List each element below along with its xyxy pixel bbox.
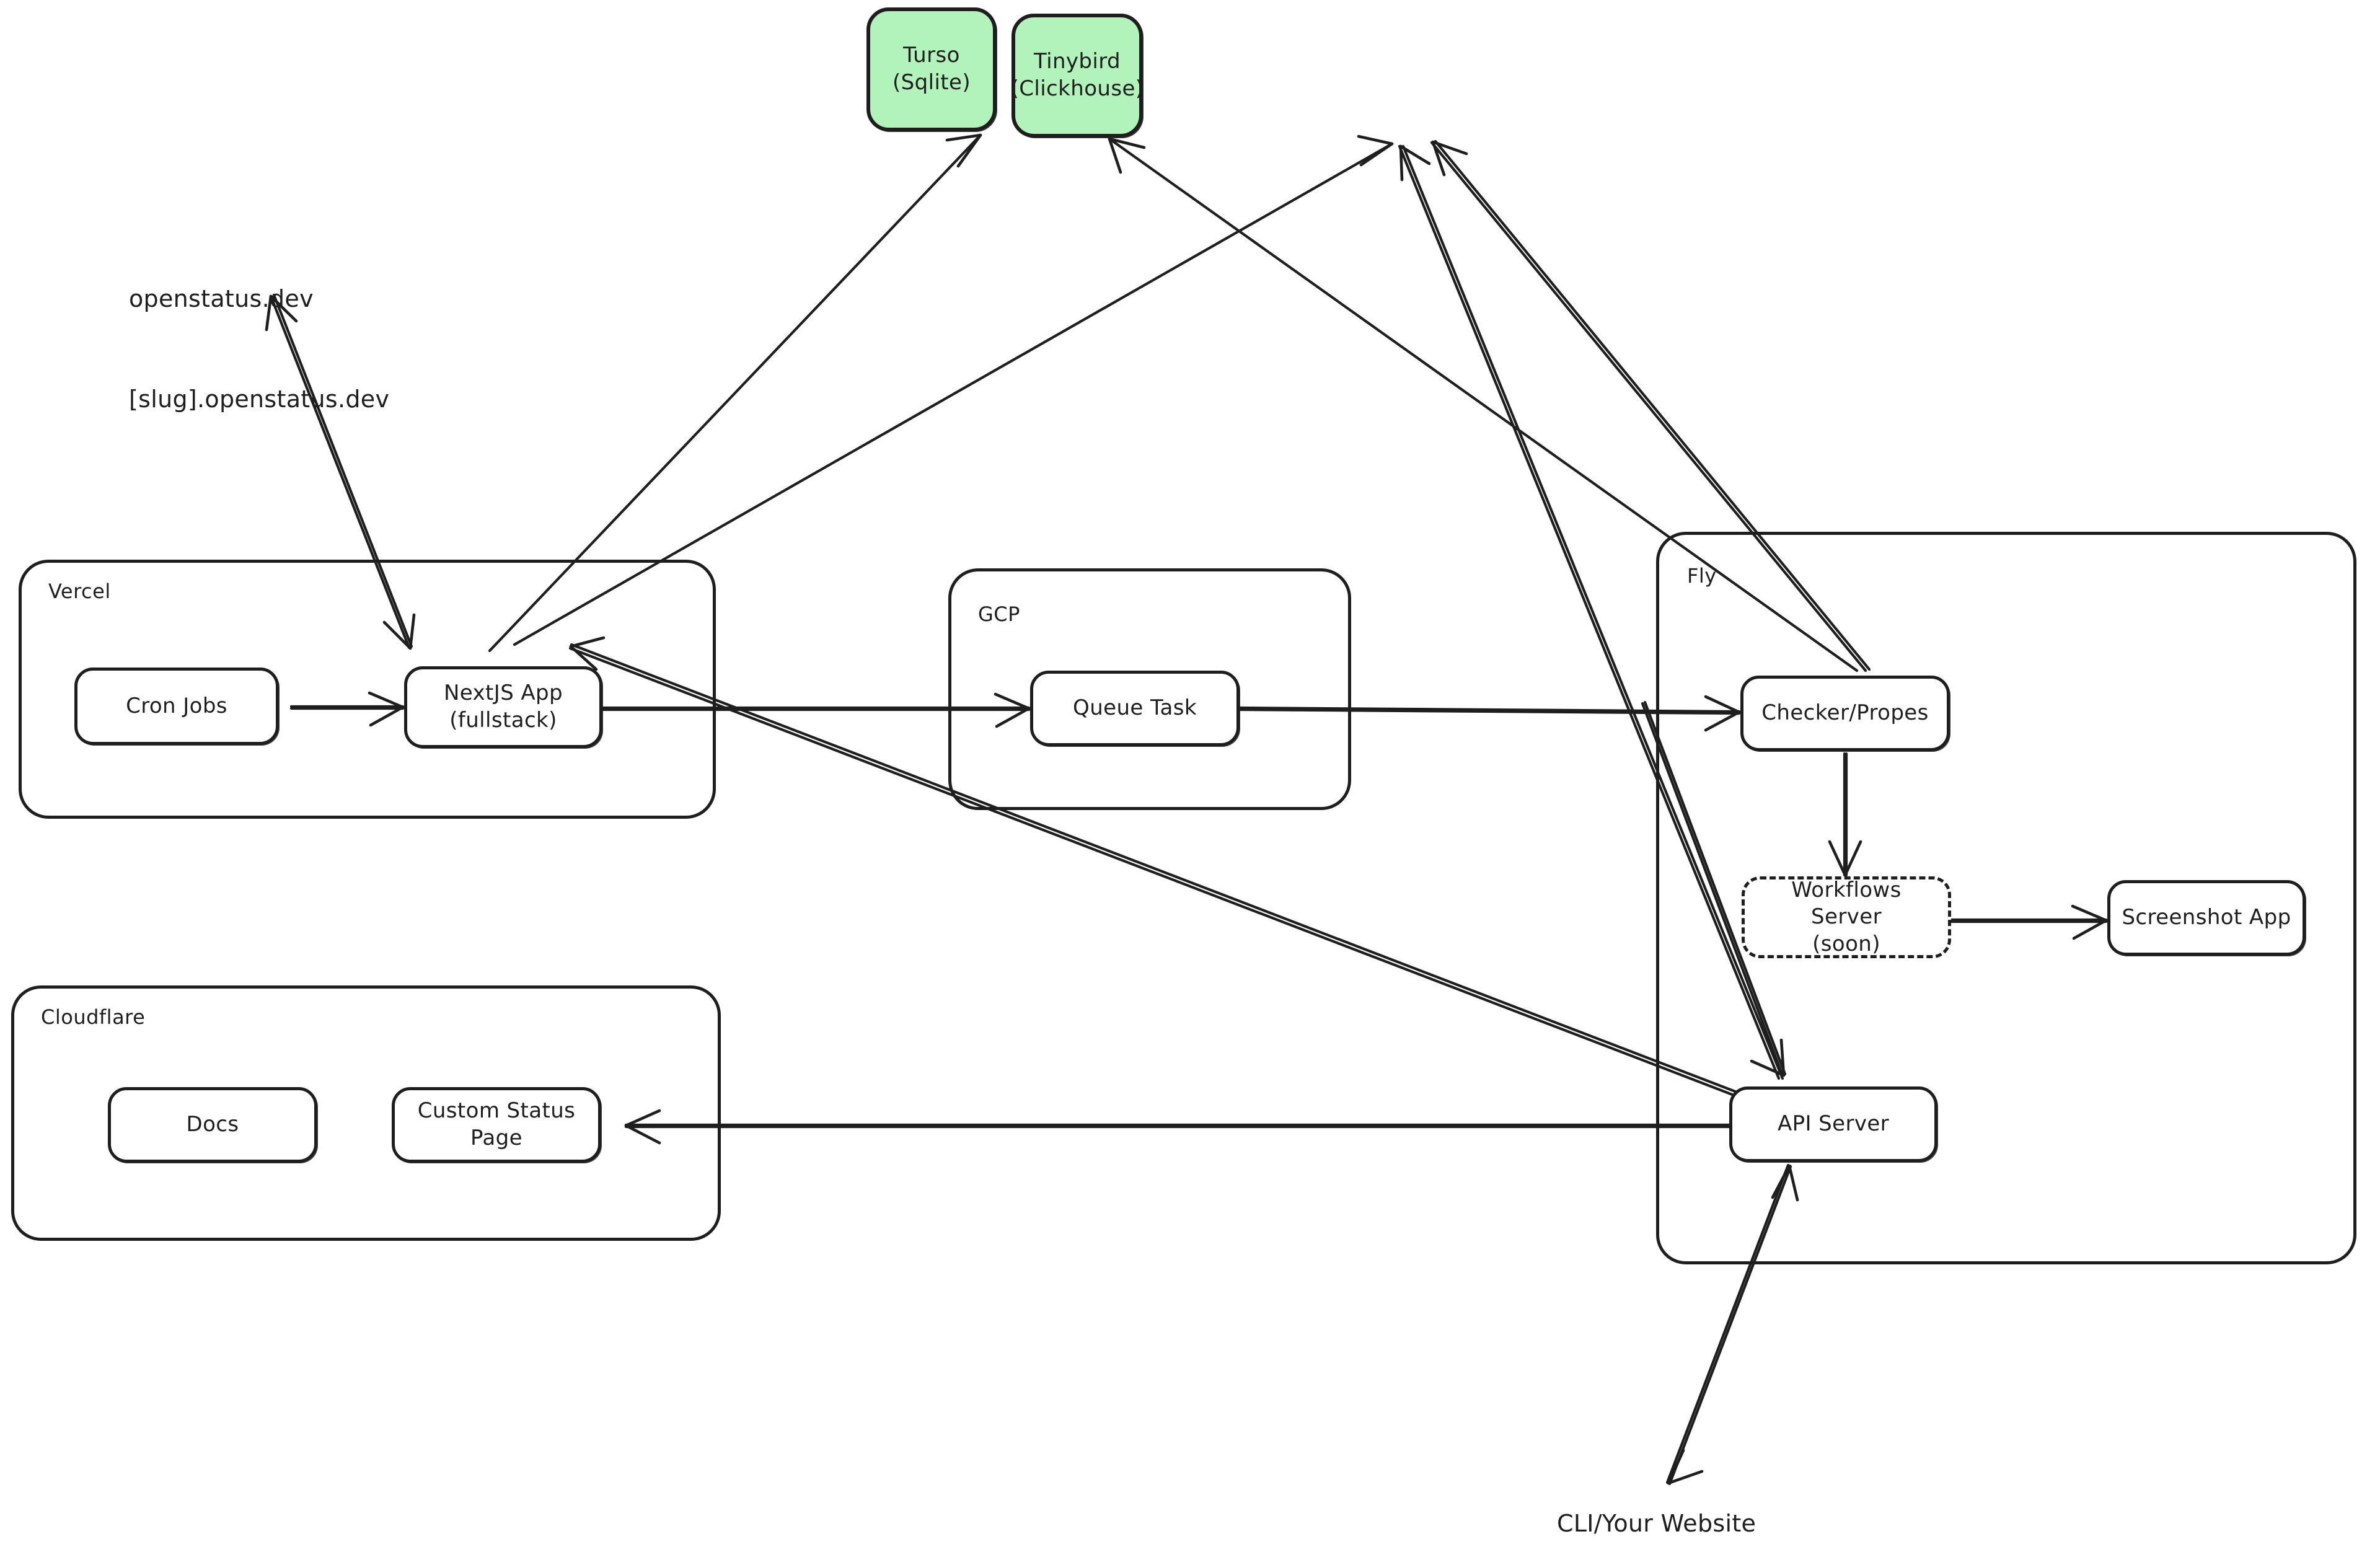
edge-checker-workflows xyxy=(1828,752,1862,877)
node-nextjs-app[interactable]: NextJS App (fullstack) xyxy=(404,666,602,748)
group-vercel-title: Vercel xyxy=(48,580,111,603)
group-cloudflare-title: Cloudflare xyxy=(41,1005,146,1029)
node-api-server[interactable]: API Server xyxy=(1729,1086,1937,1162)
node-queue-task-label: Queue Task xyxy=(1073,695,1197,721)
edge-nextjs-queue xyxy=(601,692,1031,728)
edge-api-status xyxy=(624,1109,1731,1145)
edge-api-tinybird xyxy=(1398,144,1784,1080)
node-workflows-server-label-line1: Workflows Server xyxy=(1791,877,1902,930)
node-checker-propes[interactable]: Checker/Propes xyxy=(1740,676,1950,751)
edge-checker-api xyxy=(1641,700,1787,1077)
edge-nextjs-turso xyxy=(488,133,982,653)
group-fly xyxy=(1656,532,2356,1264)
group-vercel xyxy=(19,560,716,819)
node-turso-label: Turso (Sqlite) xyxy=(892,43,971,95)
group-fly-title: Fly xyxy=(1687,564,1717,588)
label-domains-line2: [slug].openstatus.dev xyxy=(129,385,390,413)
node-docs[interactable]: Docs xyxy=(108,1087,317,1163)
node-nextjs-app-label-line2: (fullstack) xyxy=(449,708,557,733)
node-tinybird-label: Tinybird (Clickhouse) xyxy=(1010,49,1144,101)
edge-cron-nextjs xyxy=(289,691,405,727)
node-queue-task[interactable]: Queue Task xyxy=(1030,671,1240,746)
edge-queue-checker xyxy=(1238,695,1741,732)
node-workflows-server[interactable]: Workflows Server (soon) xyxy=(1742,876,1951,958)
node-screenshot-app-label: Screenshot App xyxy=(2122,905,2291,930)
node-tinybird[interactable]: Tinybird (Clickhouse) xyxy=(1011,14,1144,138)
node-screenshot-app[interactable]: Screenshot App xyxy=(2107,880,2306,956)
edge-checker-tinybird xyxy=(1430,139,1871,672)
group-gcp-title: GCP xyxy=(978,602,1020,626)
edge-api-nextjs xyxy=(568,636,1739,1098)
edge-checker-turso xyxy=(1108,137,1859,672)
node-api-server-label: API Server xyxy=(1777,1111,1890,1137)
edge-domains-nextjs xyxy=(265,293,416,650)
label-domains-line1: openstatus.dev xyxy=(129,284,314,312)
group-gcp xyxy=(948,568,1351,810)
edge-cli-api xyxy=(1665,1163,1799,1486)
group-cloudflare xyxy=(11,985,721,1241)
node-nextjs-app-label-line1: NextJS App xyxy=(443,681,563,706)
node-workflows-server-label: Workflows Server (soon) xyxy=(1745,877,1948,958)
node-nextjs-app-label: NextJS App (fullstack) xyxy=(435,680,571,734)
node-workflows-server-label-line2: (soon) xyxy=(1812,931,1880,956)
label-cli-your-website: CLI/Your Website xyxy=(1557,1510,1756,1537)
node-checker-propes-label: Checker/Propes xyxy=(1761,700,1929,726)
node-custom-status-page-label: Custom Status Page xyxy=(417,1098,576,1150)
node-custom-status-page[interactable]: Custom Status Page xyxy=(392,1087,601,1163)
node-cron-jobs-label: Cron Jobs xyxy=(126,693,227,718)
label-domains: openstatus.dev [slug].openstatus.dev xyxy=(129,216,389,483)
node-cron-jobs[interactable]: Cron Jobs xyxy=(74,668,279,745)
node-turso[interactable]: Turso (Sqlite) xyxy=(866,7,997,131)
node-docs-label: Docs xyxy=(186,1112,239,1137)
